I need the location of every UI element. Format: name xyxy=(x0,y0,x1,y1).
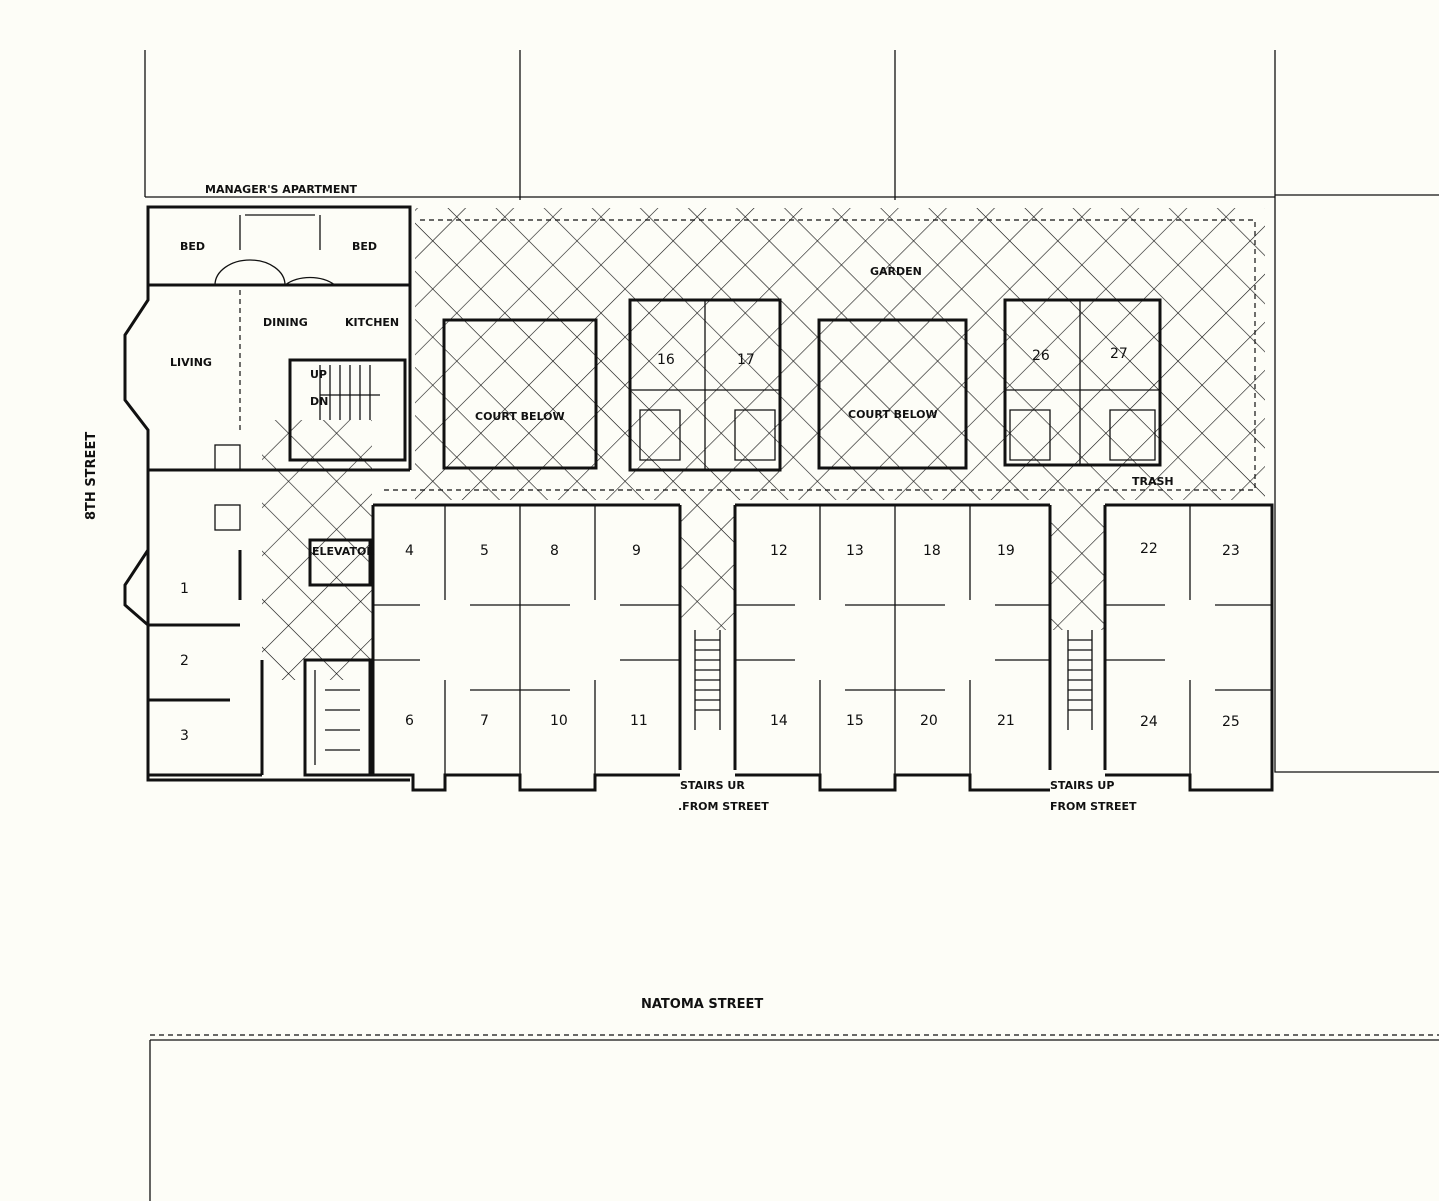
stairs-up-label-2: STAIRS UP xyxy=(1050,779,1114,792)
from-street-label-2: FROM STREET xyxy=(1050,800,1137,813)
trash-label: TRASH xyxy=(1132,475,1174,488)
unit-number: 21 xyxy=(997,713,1015,729)
dining-label: DINING xyxy=(263,316,308,329)
unit-numbers: 1 2 3 4 5 6 7 8 9 10 11 12 13 14 15 16 1… xyxy=(180,346,1240,744)
garden-label: GARDEN xyxy=(870,265,922,278)
from-street-label-1: .FROM STREET xyxy=(678,800,769,813)
unit-number: 11 xyxy=(630,713,648,729)
unit-number: 3 xyxy=(180,728,189,744)
unit-number: 20 xyxy=(920,713,938,729)
unit-number: 9 xyxy=(632,543,641,559)
lower-unit-row xyxy=(371,503,1274,792)
court-below-label-2: COURT BELOW xyxy=(848,408,938,421)
up-label: UP xyxy=(310,368,327,381)
unit-number: 24 xyxy=(1140,714,1158,730)
managers-apartment-label: MANAGER'S APARTMENT xyxy=(205,183,358,196)
units-1-3 xyxy=(123,538,372,777)
unit-number: 18 xyxy=(923,543,941,559)
bed-label-1: BED xyxy=(180,240,205,253)
living-label: LIVING xyxy=(170,356,212,369)
unit-number: 5 xyxy=(480,543,489,559)
court-below-label-1: COURT BELOW xyxy=(475,410,565,423)
unit-number: 12 xyxy=(770,543,788,559)
stairs-up-label-1: STAIRS UR xyxy=(680,779,745,792)
unit-number: 25 xyxy=(1222,714,1240,730)
unit-number: 10 xyxy=(550,713,568,729)
unit-number: 8 xyxy=(550,543,559,559)
unit-number: 27 xyxy=(1110,346,1128,362)
court-below-2 xyxy=(817,318,968,470)
units-16-17 xyxy=(628,298,782,472)
court-below-1 xyxy=(442,318,598,470)
unit-number: 13 xyxy=(846,543,864,559)
8th-street-label: 8TH STREET xyxy=(84,432,99,520)
units-26-27 xyxy=(1003,298,1162,467)
elevator-label: ELEVATOR xyxy=(312,545,375,558)
bed-label-2: BED xyxy=(352,240,377,253)
natoma-street-label: NATOMA STREET xyxy=(641,997,763,1012)
unit-number: 22 xyxy=(1140,541,1158,557)
unit-number: 15 xyxy=(846,713,864,729)
managers-apartment xyxy=(123,205,412,782)
unit-number: 7 xyxy=(480,713,489,729)
kitchen-label: KITCHEN xyxy=(345,316,399,329)
unit-number: 14 xyxy=(770,713,788,729)
unit-number: 6 xyxy=(405,713,414,729)
unit-number: 26 xyxy=(1032,348,1050,364)
unit-number: 19 xyxy=(997,543,1015,559)
unit-number: 23 xyxy=(1222,543,1240,559)
unit-number: 17 xyxy=(737,352,755,368)
unit-number: 2 xyxy=(180,653,189,669)
dn-label: DN xyxy=(310,395,328,408)
lot-lines xyxy=(144,50,1439,1201)
unit-number: 1 xyxy=(180,581,189,597)
unit-number: 4 xyxy=(405,543,414,559)
garden-area xyxy=(262,208,1265,680)
unit-number: 16 xyxy=(657,352,675,368)
